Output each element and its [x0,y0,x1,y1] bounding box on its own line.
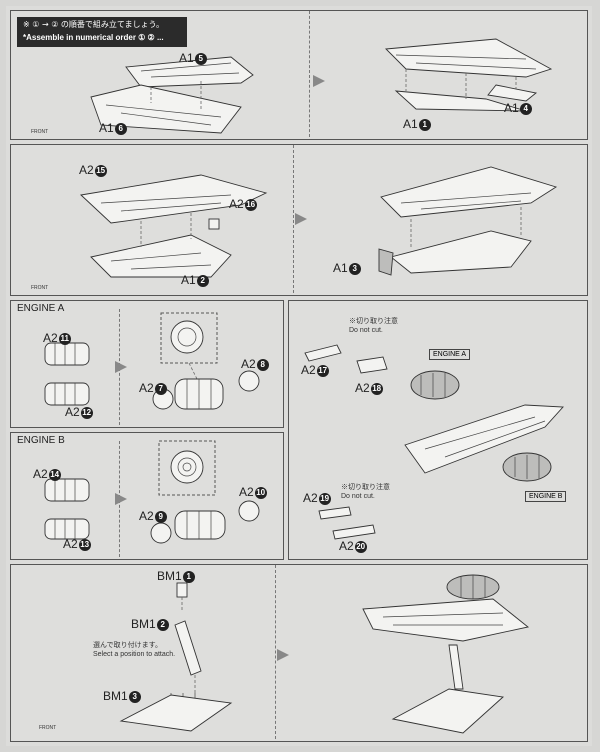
engine-b-halves-drawing [44,478,90,540]
small-parts-bottom-drawing [318,506,376,540]
ship-engine-attach-drawing [404,370,564,482]
front-indicator: FRONT [31,129,49,135]
next-arrow [313,75,325,87]
upper-hull-assembled-drawing [378,166,558,276]
front-indicator: FRONT [39,725,57,731]
instruction-sheet: ※ ① → ② の順番で組み立てましょう。 *Assemble in numer… [6,6,592,746]
step-panel-1: ※ ① → ② の順番で組み立てましょう。 *Assemble in numer… [10,10,588,140]
engine-a-detail-drawing [152,312,260,410]
next-arrow [115,493,127,505]
panel-divider [275,565,276,739]
small-parts-top-drawing [304,344,388,374]
hull-halves-drawing [90,56,254,134]
header-en: *Assemble in numerical order ① ② ... [23,33,164,42]
next-arrow [115,361,127,373]
next-arrow [295,213,307,225]
next-arrow [277,649,289,661]
engine-b-detail-drawing [150,440,260,544]
engine-b-box: ENGINE B [525,491,567,502]
front-indicator: FRONT [31,285,49,291]
select-position-note: 選んで取り付けます。Select a position to attach. [93,642,176,658]
engine-a-title: ENGINE A [13,302,69,315]
panel-divider [293,145,294,293]
hull-assembled-drawing [385,38,553,112]
engine-b-title: ENGINE B [13,434,69,447]
upper-hull-drawing [80,174,268,278]
assembly-order-header: ※ ① → ② の順番で組み立てましょう。 *Assemble in numer… [17,17,187,47]
engine-a-halves-drawing [44,342,90,406]
engine-a-box: ENGINE A [429,349,471,360]
panel-divider [309,11,310,137]
ship-on-stand-drawing [362,574,530,734]
header-jp: ※ ① → ② の順番で組み立てましょう。 [23,20,165,29]
stand-parts-drawing [119,582,233,732]
